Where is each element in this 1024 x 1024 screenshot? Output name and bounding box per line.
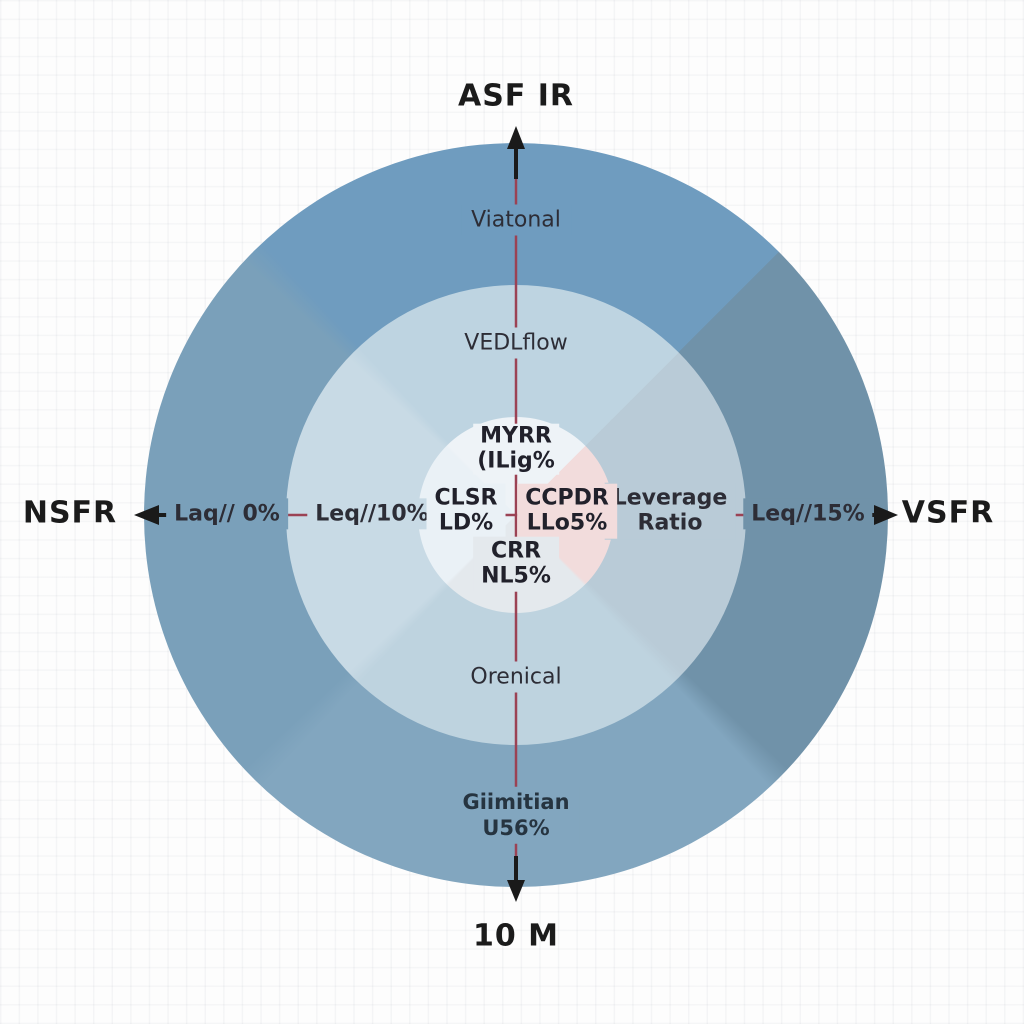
center-left-label: CLSR LD%	[426, 483, 506, 539]
middle-ring-bottom-label: Orenical	[460, 661, 572, 693]
center-right-label: CCPDR LLo5%	[517, 483, 617, 539]
arrow-down-icon	[507, 880, 525, 902]
center-right-label-line2: LLo5%	[526, 511, 608, 536]
center-left-label-line2: LD%	[438, 511, 494, 536]
arrow-up-icon	[507, 126, 525, 149]
middle-right-tick-line1: Leverage	[612, 485, 728, 511]
center-left-label-line1: CLSR	[434, 485, 498, 511]
middle-left-tick-label: Leq//10%	[307, 498, 437, 530]
center-top-label-line2: (ILig%	[477, 449, 555, 474]
top-axis-label: ASF IR	[457, 78, 575, 114]
right-axis-label: VSFR	[901, 495, 995, 531]
center-bottom-label-line1: CRR	[490, 538, 542, 564]
center-right-label-line1: CCPDR	[525, 485, 609, 511]
middle-ring-top-label: VEDLflow	[454, 327, 578, 359]
middle-right-tick-line2: Ratio	[637, 511, 703, 536]
arrow-left-icon	[134, 505, 159, 525]
center-top-label: MYRR (ILig%	[473, 423, 559, 475]
middle-right-tick-label: Leverage Ratio	[604, 482, 736, 540]
center-top-label-line1: MYRR	[480, 423, 552, 449]
center-bottom-label-line2: NL5%	[481, 564, 551, 589]
outer-ring-top-label: Viatonal	[461, 204, 571, 236]
outer-right-tick-label: Leq//15%	[743, 498, 873, 530]
outer-ring-bottom-label-line2: U56%	[482, 816, 550, 840]
outer-left-tick-label: Laq// 0%	[166, 498, 288, 530]
center-bottom-label: CRR NL5%	[473, 536, 559, 592]
left-axis-label: NSFR	[22, 495, 118, 531]
outer-ring-bottom-label-line1: Giimitian	[462, 789, 570, 814]
outer-ring-bottom-label: Giimitian U56%	[452, 786, 580, 844]
bottom-axis-label: 10 M	[472, 918, 560, 954]
arrow-right-icon	[874, 505, 898, 525]
